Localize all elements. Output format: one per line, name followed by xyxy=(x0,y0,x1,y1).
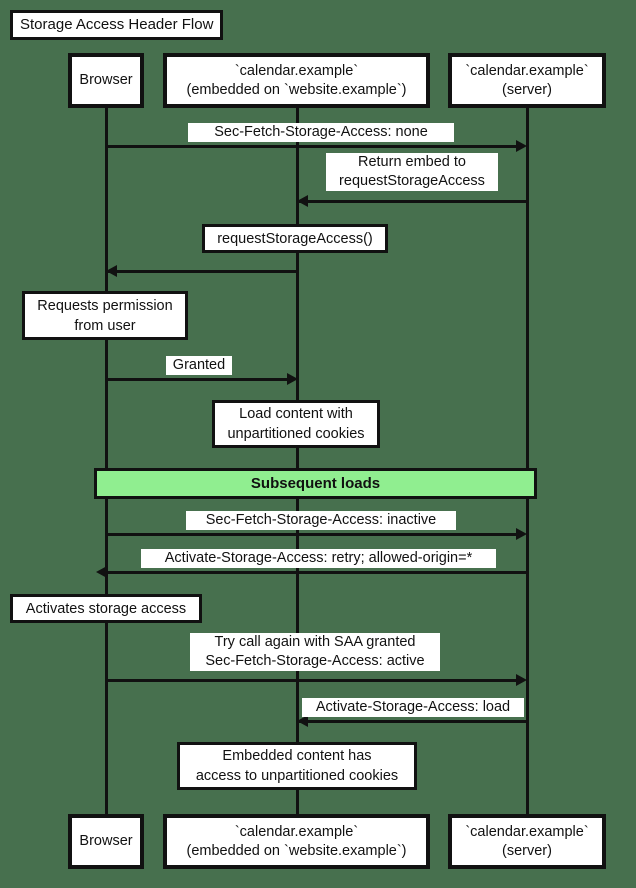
message-line-5 xyxy=(106,571,527,574)
message-line-6 xyxy=(106,679,518,682)
note-embedded-content-access: Embedded content has access to unpartiti… xyxy=(177,742,417,790)
message-label-1: Sec-Fetch-Storage-Access: none xyxy=(188,123,454,142)
participant-label: `calendar.example` (server) xyxy=(465,823,589,859)
message-line-7 xyxy=(297,720,527,723)
lifeline-embed xyxy=(296,108,299,814)
participant-browser-bottom[interactable]: Browser xyxy=(68,814,144,869)
lifeline-browser xyxy=(105,108,108,814)
message-line-4 xyxy=(106,533,518,536)
note-label: requestStorageAccess() xyxy=(217,230,373,247)
divider-label: Subsequent loads xyxy=(250,475,381,492)
message-line-2 xyxy=(297,200,527,203)
message-line-3 xyxy=(106,378,291,381)
message-arrowhead-embed-to-browser xyxy=(106,265,117,277)
note-label: Requests permission from user xyxy=(37,297,173,334)
participant-embed-top[interactable]: `calendar.example` (embedded on `website… xyxy=(163,53,430,108)
message-arrowhead-1 xyxy=(516,140,527,152)
message-label-4: Sec-Fetch-Storage-Access: inactive xyxy=(186,511,456,530)
participant-embed-bottom[interactable]: `calendar.example` (embedded on `website… xyxy=(163,814,430,869)
note-requests-permission: Requests permission from user xyxy=(22,291,188,340)
message-label-6: Try call again with SAA granted Sec-Fetc… xyxy=(190,633,440,671)
divider-subsequent-loads: Subsequent loads xyxy=(94,468,537,499)
note-activates-storage-access: Activates storage access xyxy=(10,594,202,623)
lifeline-server xyxy=(526,108,529,814)
message-arrowhead-7 xyxy=(297,715,308,727)
diagram-title: Storage Access Header Flow xyxy=(10,10,224,40)
participant-label: `calendar.example` (embedded on `website… xyxy=(186,823,407,859)
message-line-embed-to-browser xyxy=(106,270,297,273)
message-arrowhead-6 xyxy=(516,674,527,686)
participant-server-bottom[interactable]: `calendar.example` (server) xyxy=(448,814,606,869)
note-label: Embedded content has access to unpartiti… xyxy=(195,748,399,784)
note-load-content: Load content with unpartitioned cookies xyxy=(212,400,380,448)
participant-label: `calendar.example` (embedded on `website… xyxy=(186,62,407,98)
message-arrowhead-3 xyxy=(287,373,298,385)
message-arrowhead-4 xyxy=(516,528,527,540)
note-label: Activates storage access xyxy=(25,600,187,617)
note-request-storage-access: requestStorageAccess() xyxy=(202,224,388,253)
message-label-7: Activate-Storage-Access: load xyxy=(302,698,524,717)
message-label-5: Activate-Storage-Access: retry; allowed-… xyxy=(141,549,496,568)
participant-label: Browser xyxy=(79,833,133,849)
message-label-2: Return embed to requestStorageAccess xyxy=(326,153,498,191)
message-arrowhead-2 xyxy=(297,195,308,207)
participant-label: Browser xyxy=(79,72,133,88)
participant-browser-top[interactable]: Browser xyxy=(68,53,144,108)
message-line-1 xyxy=(106,145,518,148)
participant-server-top[interactable]: `calendar.example` (server) xyxy=(448,53,606,108)
participant-label: `calendar.example` (server) xyxy=(465,62,589,98)
message-arrowhead-5 xyxy=(96,566,107,578)
note-label: Load content with unpartitioned cookies xyxy=(227,406,365,442)
message-label-3: Granted xyxy=(166,356,232,375)
